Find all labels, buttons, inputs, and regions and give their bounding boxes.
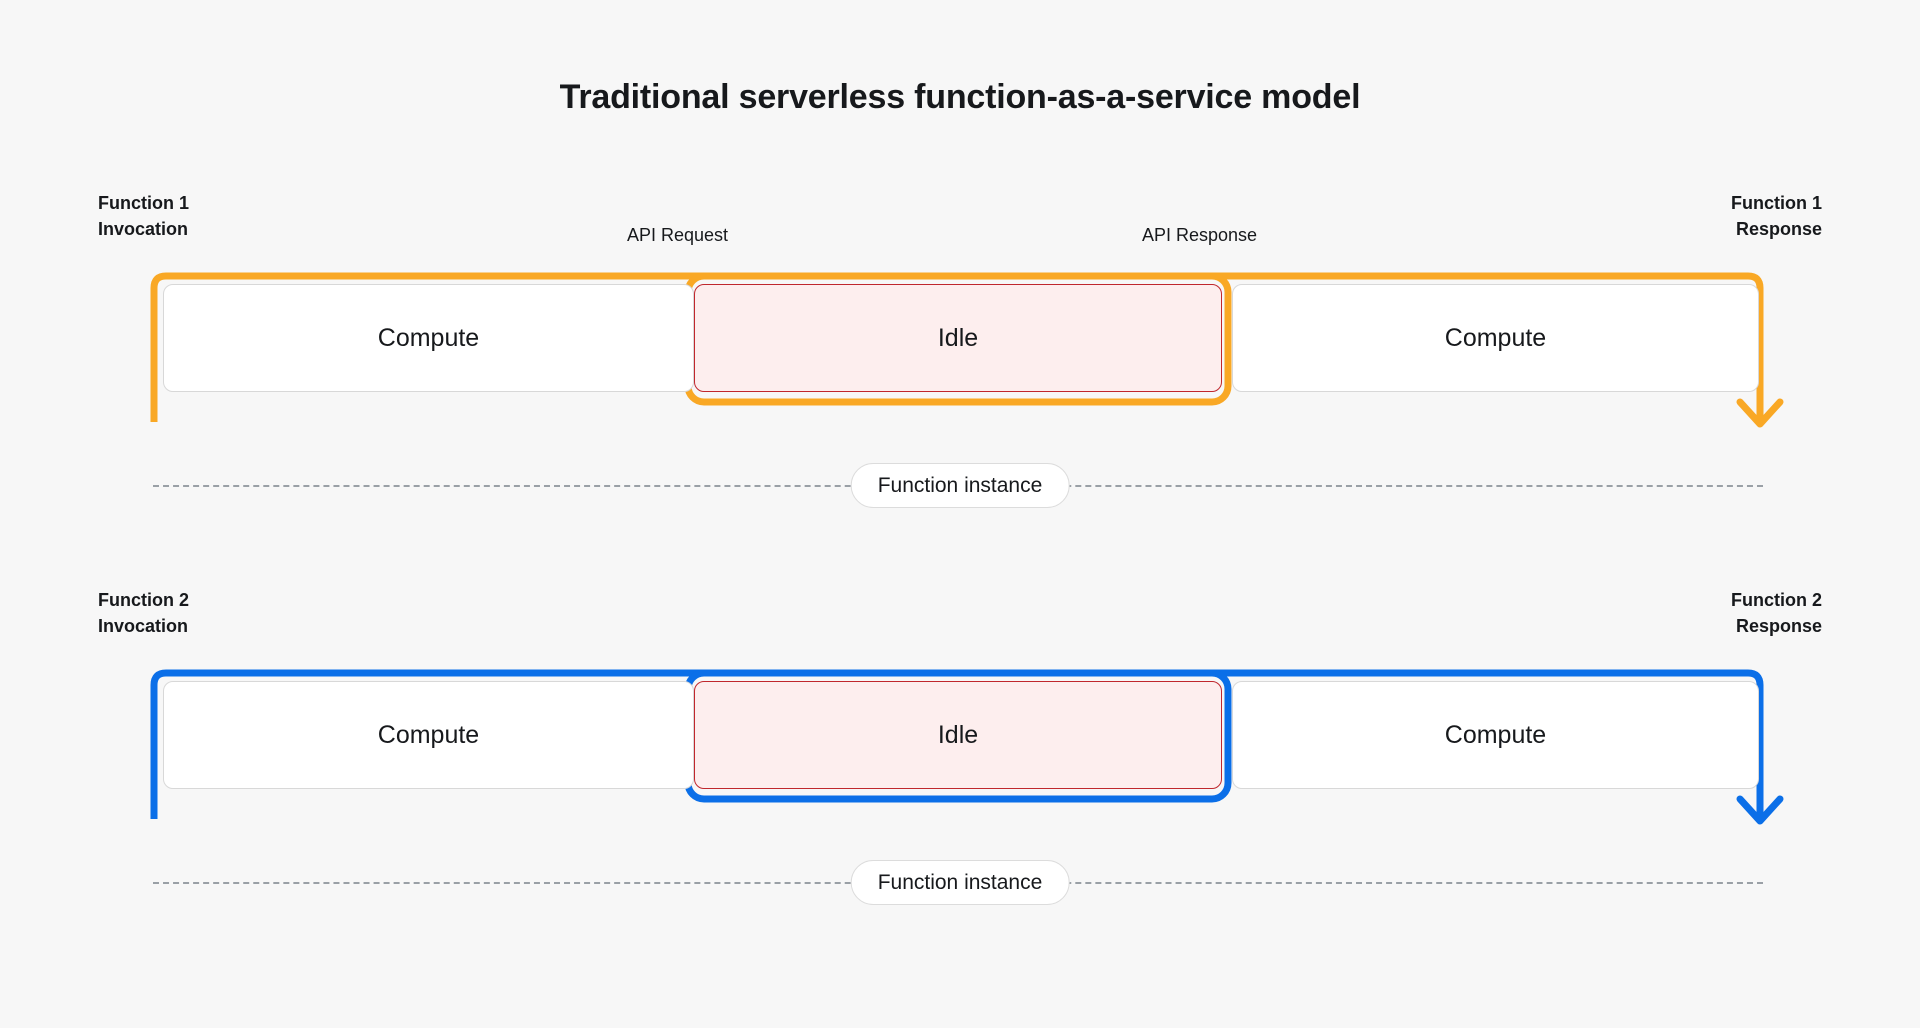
- segment-label: Compute: [377, 323, 480, 352]
- segment-label: Compute: [1444, 720, 1547, 749]
- segment-idle-2: Idle: [694, 681, 1222, 789]
- segment-idle-1: Idle: [694, 284, 1222, 392]
- function-1-instance-line: Function instance: [0, 462, 1920, 508]
- function-1-invocation-label: Function 1 Invocation: [98, 193, 189, 240]
- page-title: Traditional serverless function-as-a-ser…: [559, 78, 1361, 116]
- function-2-response-label: Function 2 Response: [1731, 590, 1822, 637]
- segment-compute-1: Compute: [163, 284, 694, 392]
- function-instance-badge: Function instance: [850, 462, 1070, 508]
- segment-compute-4: Compute: [1232, 681, 1759, 789]
- segment-label: Idle: [937, 323, 979, 352]
- api-request-label: API Request: [627, 225, 729, 245]
- api-response-label: API Response: [1142, 225, 1258, 245]
- segment-label: Idle: [937, 720, 979, 749]
- function-2-segments: Compute Idle Compute: [0, 667, 1920, 807]
- segment-compute-3: Compute: [163, 681, 694, 789]
- segment-label: Compute: [377, 720, 480, 749]
- function-1-segments: Compute Idle Compute: [0, 270, 1920, 410]
- function-2-invocation-label: Function 2 Invocation: [98, 590, 189, 637]
- function-2-instance-line: Function instance: [0, 859, 1920, 905]
- segment-compute-2: Compute: [1232, 284, 1759, 392]
- segment-label: Compute: [1444, 323, 1547, 352]
- function-1-response-label: Function 1 Response: [1731, 193, 1822, 240]
- function-instance-badge: Function instance: [850, 859, 1070, 905]
